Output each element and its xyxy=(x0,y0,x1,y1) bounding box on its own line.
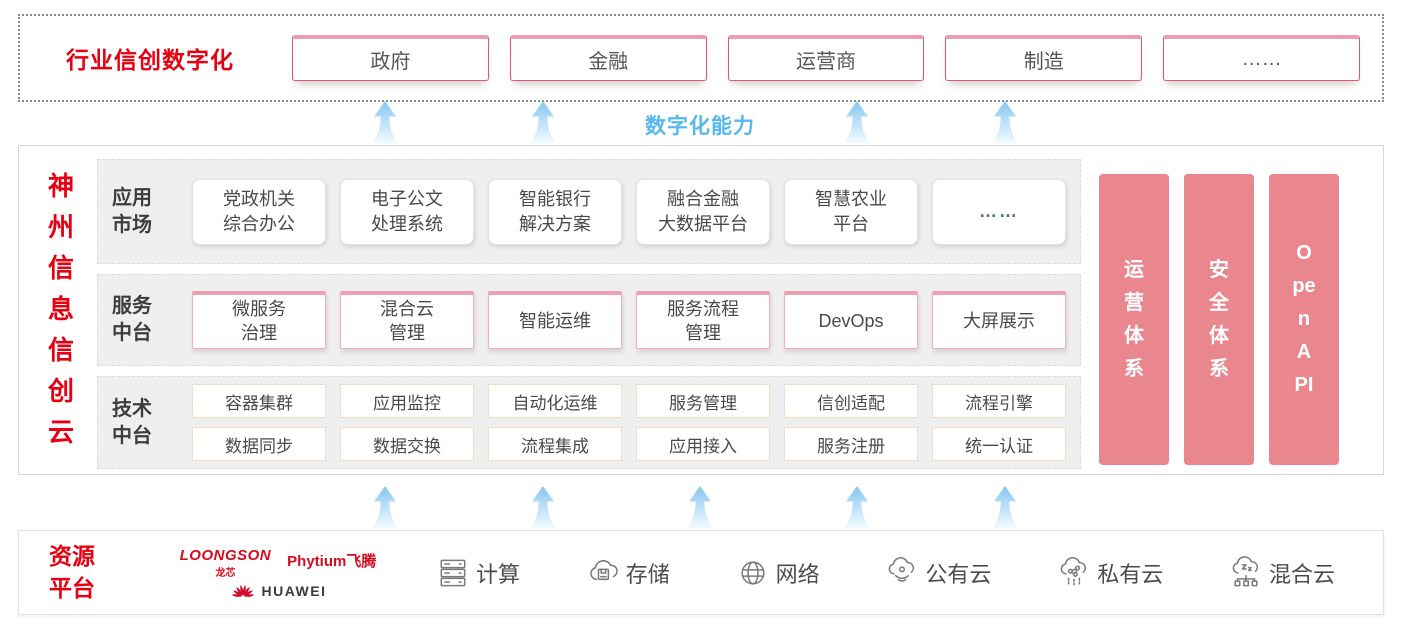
pillar-open-api-label: Open API xyxy=(1292,242,1316,396)
app-market-boxes: 党政机关 综合办公 电子公文 处理系统 智能银行 解决方案 融合金融 大数据平台… xyxy=(192,178,1066,245)
tech-box-unified-auth: 统一认证 xyxy=(932,427,1066,461)
tech-box-data-exchange: 数据交换 xyxy=(340,427,474,461)
svc-box-devops: DevOps xyxy=(784,291,918,349)
industry-banner-title: 行业信创数字化 xyxy=(66,47,234,73)
resource-item-list: 计算 存储 网络 公有云 xyxy=(435,555,1335,591)
up-arrow-icon xyxy=(992,101,1018,143)
tech-box-process-engine: 流程引擎 xyxy=(932,384,1066,418)
resource-item-public-cloud: 公有云 xyxy=(884,555,991,591)
app-market-label: 应用 市场 xyxy=(112,186,152,236)
service-platform-label: 服务 中台 xyxy=(112,295,152,344)
svc-box-microservice-governance: 微服务 治理 xyxy=(192,291,326,349)
industry-box-more: …… xyxy=(1163,35,1360,81)
private-cloud-icon xyxy=(1060,556,1087,585)
service-platform-row: 服务 中台 微服务 治理 混合云 管理 智能运维 服务流程 管理 DevOps … xyxy=(97,274,1081,366)
svc-box-intelligent-ops: 智能运维 xyxy=(488,291,622,349)
server-icon xyxy=(440,559,466,586)
tech-box-app-access: 应用接入 xyxy=(636,427,770,461)
resource-item-label: 混合云 xyxy=(1268,561,1335,587)
app-box-edocument-system: 电子公文 处理系统 xyxy=(340,178,474,245)
up-arrow-icon xyxy=(687,486,713,528)
loongson-logo: LOONGSON 龙芯 xyxy=(180,547,272,579)
resource-item-compute: 计算 xyxy=(435,555,520,591)
industry-box-operator: 运营商 xyxy=(727,35,925,81)
resource-item-label: 公有云 xyxy=(925,561,992,587)
tech-box-service-mgmt: 服务管理 xyxy=(636,384,770,418)
huawei-flower-icon xyxy=(231,585,254,597)
up-arrow-icon xyxy=(844,101,870,143)
industry-banner: 行业信创数字化 政府 金融 运营商 制造 …… xyxy=(18,14,1384,102)
industry-box-manufacturing: 制造 xyxy=(945,35,1143,81)
app-box-smart-agriculture: 智慧农业 平台 xyxy=(784,178,918,245)
huawei-logo-text: HUAWEI xyxy=(261,582,327,599)
svc-box-hybrid-cloud-mgmt: 混合云 管理 xyxy=(340,291,474,349)
svc-box-service-process-mgmt: 服务流程 管理 xyxy=(636,291,770,349)
resource-item-label: 网络 xyxy=(775,561,820,587)
public-cloud-icon xyxy=(888,556,915,582)
pillar-operation-system-label: 运营体系 xyxy=(1124,258,1144,380)
up-arrow-icon xyxy=(372,101,398,143)
huawei-logo: HUAWEI xyxy=(230,583,327,599)
pillar-security-system-label: 安全体系 xyxy=(1209,258,1229,380)
app-box-more: …… xyxy=(932,178,1066,245)
resource-item-label: 计算 xyxy=(476,561,521,587)
up-arrow-icon xyxy=(844,486,870,528)
platform-rows: 应用 市场 党政机关 综合办公 电子公文 处理系统 智能银行 解决方案 融合金融… xyxy=(97,159,1081,469)
tech-box-automated-ops: 自动化运维 xyxy=(488,384,622,418)
main-panel: 神州信息信创云 应用 市场 党政机关 综合办公 电子公文 处理系统 智能银行 解… xyxy=(18,145,1384,475)
tech-box-app-monitoring: 应用监控 xyxy=(340,384,474,418)
resource-item-private-cloud: 私有云 xyxy=(1056,555,1163,591)
pillar-security-system: 安全体系 xyxy=(1184,174,1254,465)
up-arrow-icon xyxy=(992,486,1018,528)
svc-box-big-screen: 大屏展示 xyxy=(932,291,1066,349)
resource-platform-panel: 资源 平台 LOONGSON 龙芯 Phytium飞腾 xyxy=(18,530,1384,615)
industry-box-government: 政府 xyxy=(292,35,489,81)
tech-platform-label: 技术 中台 xyxy=(112,397,152,447)
resource-item-label: 存储 xyxy=(625,561,670,587)
resource-item-network: 网络 xyxy=(735,555,820,591)
storage-cloud-icon xyxy=(589,559,618,580)
resource-item-storage: 存储 xyxy=(585,555,670,591)
industry-box-finance: 金融 xyxy=(509,35,707,81)
capability-label: 数字化能力 xyxy=(645,115,755,138)
loongson-logo-subtext: 龙芯 xyxy=(215,567,236,579)
tech-platform-row: 技术 中台 容器集群 应用监控 自动化运维 服务管理 信创适配 流程引擎 数据同… xyxy=(97,376,1081,469)
tech-box-container-cluster: 容器集群 xyxy=(192,384,326,418)
vendor-logo-row: LOONGSON 龙芯 Phytium飞腾 xyxy=(180,547,377,579)
network-globe-icon xyxy=(741,560,765,585)
phytium-logo: Phytium飞腾 xyxy=(287,552,377,570)
app-box-finance-bigdata: 融合金融 大数据平台 xyxy=(636,178,770,245)
tech-box-xinchuang-adaptation: 信创适配 xyxy=(784,384,918,418)
app-market-row: 应用 市场 党政机关 综合办公 电子公文 处理系统 智能银行 解决方案 融合金融… xyxy=(97,159,1081,264)
loongson-logo-text: LOONGSON xyxy=(179,546,272,564)
pillar-operation-system: 运营体系 xyxy=(1099,174,1169,465)
tech-platform-boxes: 容器集群 应用监控 自动化运维 服务管理 信创适配 流程引擎 数据同步 数据交换… xyxy=(192,384,1066,461)
resource-item-hybrid-cloud: 混合云 xyxy=(1228,555,1335,591)
platform-title: 神州信息信创云 xyxy=(47,171,74,447)
up-arrow-icon xyxy=(530,101,556,143)
resource-item-label: 私有云 xyxy=(1097,561,1164,587)
tech-box-service-registry: 服务注册 xyxy=(784,427,918,461)
vendor-logos: LOONGSON 龙芯 Phytium飞腾 xyxy=(149,547,407,599)
tech-box-process-integration: 流程集成 xyxy=(488,427,622,461)
industry-box-list: 政府 金融 运营商 制造 …… xyxy=(292,35,1360,81)
service-platform-boxes: 微服务 治理 混合云 管理 智能运维 服务流程 管理 DevOps 大屏展示 xyxy=(192,291,1066,349)
hybrid-cloud-icon xyxy=(1232,555,1259,586)
resource-platform-label: 资源 平台 xyxy=(49,543,95,601)
up-arrow-icon xyxy=(372,486,398,528)
app-box-smart-banking: 智能银行 解决方案 xyxy=(488,178,622,245)
app-box-party-gov-office: 党政机关 综合办公 xyxy=(192,178,326,245)
pillar-open-api: Open API xyxy=(1269,174,1339,465)
up-arrow-icon xyxy=(530,486,556,528)
tech-box-data-sync: 数据同步 xyxy=(192,427,326,461)
